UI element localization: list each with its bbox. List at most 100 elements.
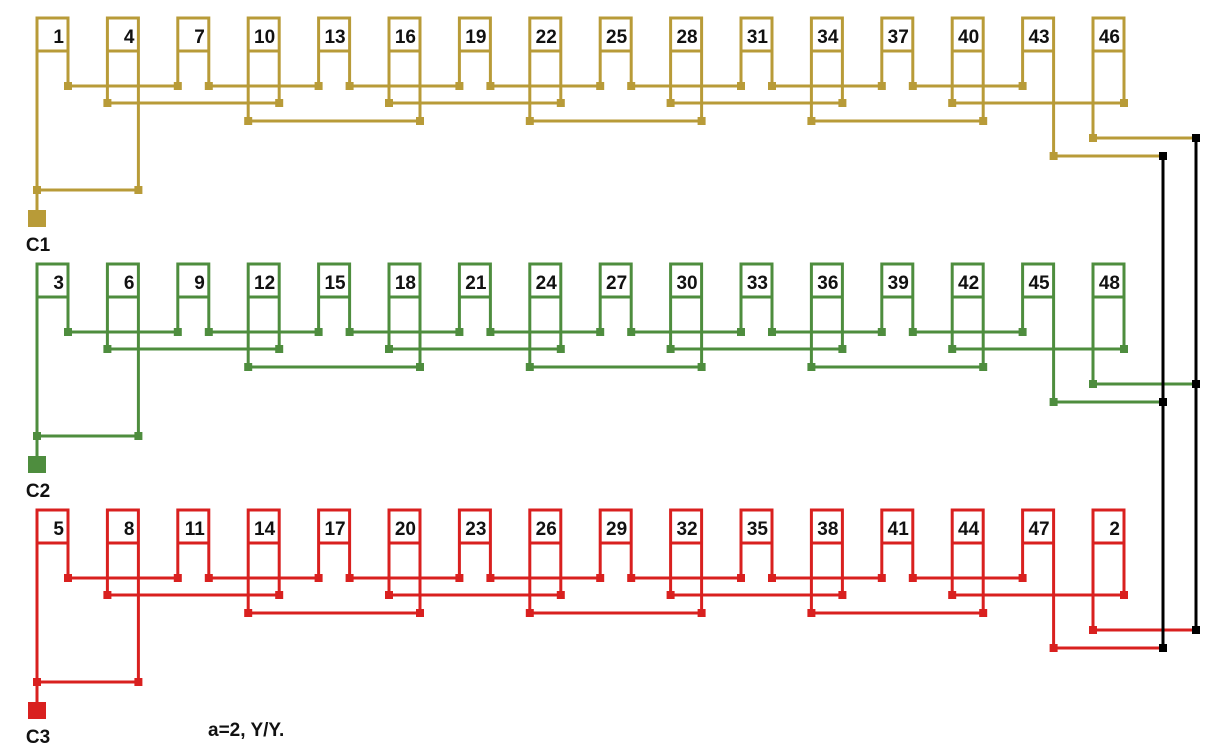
coil-label: 8 <box>124 519 135 540</box>
coil-42: 42 <box>950 262 985 367</box>
junction-dot <box>666 591 675 599</box>
coil-label: 19 <box>465 27 486 48</box>
junction-dot <box>486 82 495 90</box>
junction-dot <box>525 609 534 617</box>
coil-label: 25 <box>606 27 628 48</box>
coil-label: 13 <box>324 27 345 48</box>
junction-dot <box>596 328 605 336</box>
junction-dot <box>244 609 253 617</box>
junction-dot <box>345 328 354 336</box>
coil-45: 45 <box>1021 262 1056 402</box>
junction-dot <box>697 117 706 125</box>
coil-label: 23 <box>465 519 486 540</box>
junction-dot <box>908 574 917 582</box>
coil-outline <box>809 16 844 121</box>
coil-outline <box>1091 508 1126 630</box>
junction-dot <box>627 574 636 582</box>
coil-34: 34 <box>809 16 844 121</box>
junction-dot <box>1049 152 1058 160</box>
junction-dot <box>1018 82 1027 90</box>
coil-1: 1 <box>35 16 70 190</box>
coil-24: 24 <box>528 262 563 367</box>
junction-dot <box>1049 398 1058 406</box>
coil-7: 7 <box>176 16 211 86</box>
coil-label: 43 <box>1028 27 1049 48</box>
coil-outline <box>387 262 422 367</box>
junction-dot <box>807 609 816 617</box>
junction-dot <box>345 82 354 90</box>
coil-37: 37 <box>880 16 915 86</box>
coil-32: 32 <box>669 508 704 613</box>
junction-dot <box>737 328 745 336</box>
coil-label: 10 <box>254 27 275 48</box>
junction-dot <box>948 345 957 353</box>
coil-15: 15 <box>317 262 352 332</box>
junction-dot <box>275 591 284 599</box>
junction-dot <box>1049 644 1058 652</box>
coil-43: 43 <box>1021 16 1056 156</box>
coil-outline <box>246 262 281 367</box>
junction-dot <box>345 574 354 582</box>
junction-dot <box>556 591 565 599</box>
junction-dot <box>244 117 253 125</box>
coil-outline <box>528 508 563 613</box>
coil-outline <box>1091 262 1126 384</box>
coil-label: 41 <box>888 519 910 540</box>
junction-dot <box>627 328 636 336</box>
terminal-c3 <box>28 702 46 719</box>
terminal-c1 <box>28 210 46 227</box>
coil-label: 37 <box>888 27 909 48</box>
junction-dot <box>838 345 847 353</box>
coil-label: 26 <box>536 519 557 540</box>
coil-3: 3 <box>35 262 70 436</box>
coil-12: 12 <box>246 262 281 367</box>
coil-46: 46 <box>1091 16 1126 138</box>
junction-dot <box>768 328 776 336</box>
coil-47: 47 <box>1021 508 1056 648</box>
coil-29: 29 <box>598 508 633 578</box>
junction-dot <box>314 328 323 336</box>
coil-label: 3 <box>53 273 64 294</box>
coil-2: 2 <box>1091 508 1126 630</box>
neutral-star-point <box>1161 138 1198 650</box>
coil-label: 22 <box>536 27 557 48</box>
terminal-label: C3 <box>26 727 50 748</box>
junction-dot <box>173 82 182 90</box>
junction-dot <box>314 82 323 90</box>
coil-label: 47 <box>1028 519 1049 540</box>
junction-dot <box>596 574 605 582</box>
coil-label: 11 <box>185 519 206 540</box>
terminal-c2 <box>28 456 46 473</box>
junction-dot <box>768 82 776 90</box>
coil-33: 33 <box>739 262 774 332</box>
junction-dot <box>455 574 464 582</box>
coil-label: 18 <box>395 273 416 294</box>
junction-dot <box>627 82 636 90</box>
coil-label: 4 <box>124 27 135 48</box>
coil-label: 14 <box>254 519 276 540</box>
junction-dot <box>908 328 917 336</box>
coil-outline <box>950 16 985 121</box>
coil-10: 10 <box>246 16 281 121</box>
junction-dot <box>314 574 323 582</box>
junction-dot <box>103 345 112 353</box>
junction-dot <box>596 82 605 90</box>
coil-label: 33 <box>747 273 768 294</box>
coil-31: 31 <box>739 16 774 86</box>
junction-dot <box>525 117 534 125</box>
coil-label: 20 <box>395 519 416 540</box>
junction-dot <box>385 591 393 599</box>
coil-label: 31 <box>747 27 769 48</box>
junction-dot <box>134 678 143 686</box>
coil-label: 48 <box>1099 273 1120 294</box>
junction-dot <box>737 574 745 582</box>
junction-dot <box>1120 99 1128 107</box>
coil-outline <box>950 262 985 367</box>
coil-label: 45 <box>1028 273 1050 294</box>
coil-label: 38 <box>817 519 838 540</box>
junction-dot <box>204 328 213 336</box>
junction-dot <box>737 82 745 90</box>
